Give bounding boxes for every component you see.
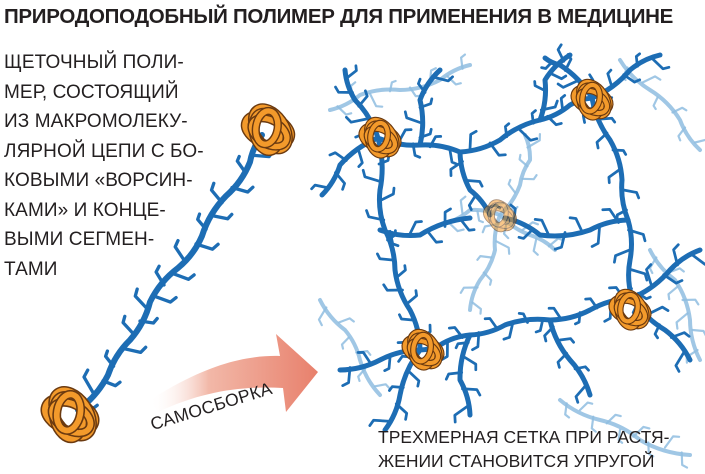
bristles (509, 203, 620, 251)
bristles (403, 75, 454, 139)
knots-group (40, 78, 652, 444)
description-line: КОВЫМИ «ВОРСИН- (4, 170, 193, 191)
network-chain (417, 67, 443, 148)
description-line: КАМИ» И КОНЦЕ- (4, 199, 166, 221)
network-chain-faint (328, 63, 472, 112)
network-chains (310, 43, 705, 433)
bristles (444, 341, 482, 424)
description-line: МЕР, СОСТОЯЩИЙ (4, 81, 179, 103)
network-caption: ТРЕХМЕРНАЯ СЕТКА ПРИ РАСТЯ- ЖЕНИИ СТАНОВ… (378, 425, 669, 473)
polymer-knot-icon (358, 116, 402, 159)
description-line: ЛЯРНОЙ ЦЕПИ С БО- (4, 140, 204, 162)
bristles (317, 306, 390, 389)
bristles (631, 301, 691, 373)
bristles (383, 94, 593, 166)
bristles (368, 354, 421, 427)
polymer-knot-icon (401, 328, 445, 371)
caption-line: ТРЕХМЕРНАЯ СЕТКА ПРИ РАСТЯ- (378, 427, 670, 447)
description-line: ИЗ МАКРОМОЛЕКУ- (4, 111, 188, 132)
bristles (388, 207, 476, 248)
bristles (543, 325, 590, 404)
description-line: ТАМИ (4, 258, 58, 280)
network-chain-faint (558, 398, 692, 457)
network-chain (375, 135, 423, 353)
polymer-knot-icon (608, 288, 652, 331)
network-chain (377, 215, 473, 239)
network-chain (589, 95, 635, 301)
polymer-knot-icon (40, 386, 100, 444)
network-chain-faint (318, 298, 382, 397)
description-line: ЩЕТОЧНЫЙ ПОЛИ- (4, 52, 184, 73)
description-line: ВЫМИ СЕГМЕН- (4, 229, 155, 250)
network-chain-faint (468, 213, 502, 312)
network-chain (457, 332, 473, 418)
network-chain (547, 317, 593, 398)
network-chain (417, 295, 635, 353)
polymer-knot-icon (483, 199, 517, 233)
polymer-knot-icon (570, 78, 614, 121)
bristles (336, 53, 466, 116)
polymer-knot-icon (240, 103, 296, 156)
caption-line: ЖЕНИИ СТАНОВИТСЯ УПРУГОЙ (378, 451, 655, 471)
bristles (581, 103, 649, 303)
bristles (636, 243, 705, 301)
bristles (417, 286, 627, 361)
bristles (449, 160, 502, 211)
self-assembly-arrow-icon (150, 334, 318, 412)
bristles (459, 222, 511, 315)
network-chain (629, 247, 703, 301)
bristles (564, 401, 689, 469)
page-title: ПРИРОДОПОДОБНЫЙ ПОЛИМЕР ДЛЯ ПРИМЕНЕНИЯ В… (4, 5, 674, 28)
network-chain (457, 149, 493, 218)
network-chain-faint (618, 58, 702, 152)
network-back-chains (317, 53, 705, 469)
bristles (533, 43, 568, 112)
polymer-description: ЩЕТОЧНЫЙ ПОЛИ- МЕР, СОСТОЯЩИЙ ИЗ МАКРОМО… (4, 48, 204, 284)
bristles (648, 256, 705, 364)
bristles (360, 134, 432, 342)
